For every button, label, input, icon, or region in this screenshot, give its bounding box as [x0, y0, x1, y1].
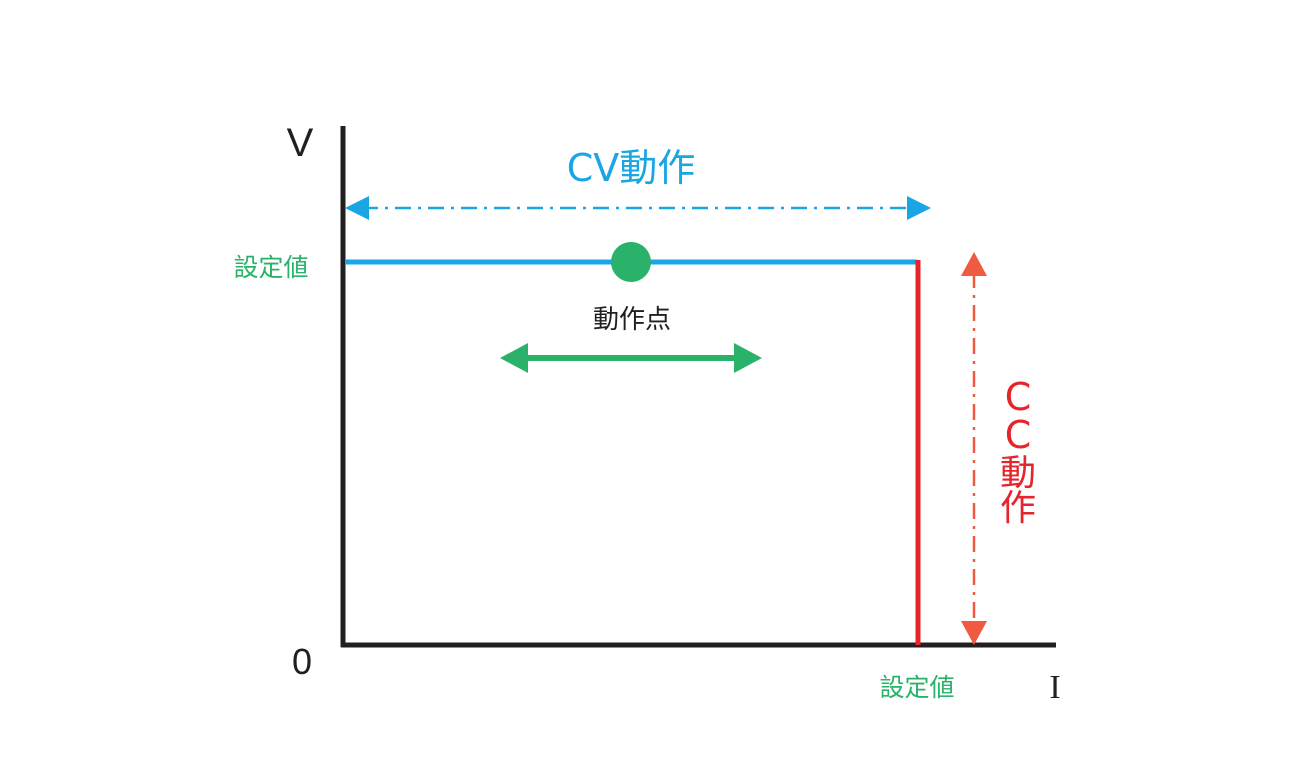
cc-range-arrow-bottom-head — [961, 621, 987, 645]
cc-operation-label-char-3: 動 — [1000, 453, 1036, 494]
origin-label: 0 — [292, 641, 312, 682]
cc-range-arrow-top-head — [961, 252, 987, 276]
operating-point-range-left-head — [500, 343, 528, 373]
cc-operation-label-char-2: C — [1005, 413, 1032, 457]
voltage-setpoint-label: 設定値 — [233, 253, 308, 282]
cc-operation-label-char-4: 作 — [1000, 488, 1036, 529]
cc-operation-label-char-1: C — [1005, 375, 1032, 419]
cv-range-arrow-right-head — [907, 196, 931, 220]
cv-operation-label: CV動作 — [567, 146, 696, 190]
y-axis-label: V — [287, 121, 314, 165]
operating-point-range-right-head — [734, 343, 762, 373]
current-setpoint-label: 設定値 — [879, 673, 954, 702]
cv-range-arrow-left-head — [345, 196, 369, 220]
operating-point-label: 動作点 — [593, 305, 671, 335]
operating-point-marker — [611, 242, 651, 282]
x-axis-label: I — [1049, 669, 1060, 706]
